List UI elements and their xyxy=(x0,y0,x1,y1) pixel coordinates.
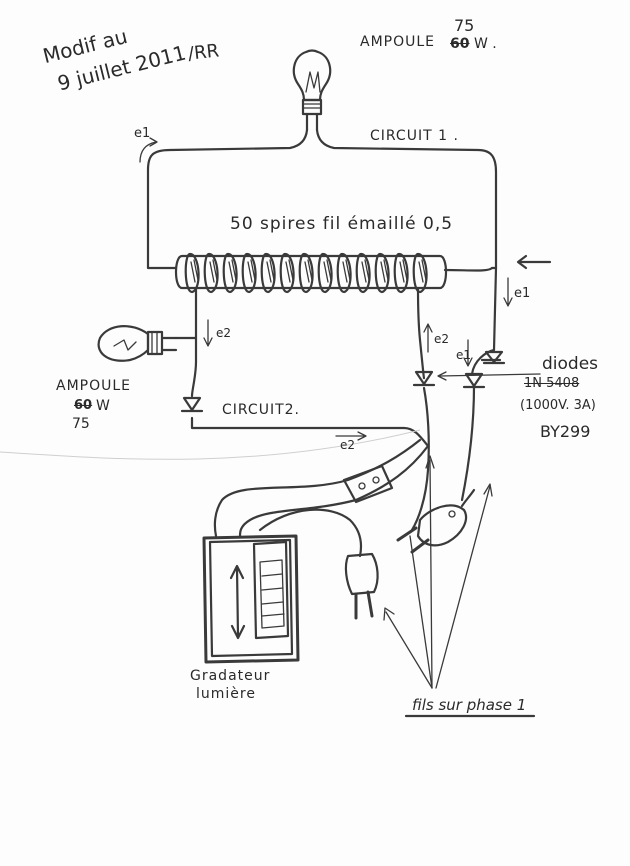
coil-hatch xyxy=(418,259,427,283)
fils-label: fils sur phase 1 xyxy=(412,696,527,714)
left-bulb-icon xyxy=(97,325,178,362)
coil-turn xyxy=(241,252,257,294)
diodes-pointer xyxy=(439,373,541,377)
dimmer-icon xyxy=(202,534,300,664)
paper-fold-line xyxy=(0,429,421,460)
e1-label-top: e1 xyxy=(134,126,151,141)
top-lamp-power-old: 60 xyxy=(450,36,470,52)
plug-cable xyxy=(258,508,363,558)
e2-label-mid: e2 xyxy=(434,332,450,346)
diodes-label: diodes xyxy=(542,354,599,374)
left-lamp-label: AMPOULE xyxy=(56,378,132,394)
left-lamp-unit: W xyxy=(96,398,110,414)
dimmer-label-line1: Gradateur xyxy=(190,668,271,684)
dimmer-label-line2: lumière xyxy=(196,686,256,702)
coil-turn xyxy=(374,252,390,294)
left-lamp-power-old: 60 xyxy=(74,398,93,413)
diode-e2-icon xyxy=(412,370,436,387)
coil-hatch xyxy=(304,259,313,283)
mains-plug-icon xyxy=(396,488,476,554)
circuit1-label: CIRCUIT 1 . xyxy=(370,128,459,144)
top-lamp-label: AMPOULE xyxy=(360,34,436,50)
e1-arrow-right xyxy=(503,277,513,307)
fils-pointer-lines xyxy=(383,455,493,689)
coil-turn xyxy=(336,252,352,294)
e2-label-bottom: e2 xyxy=(340,438,356,452)
coil-hatch xyxy=(190,259,199,283)
diodes-rating: (1000V. 3A) xyxy=(520,398,596,413)
coil-hatch xyxy=(380,259,389,283)
e1-arrow-mid xyxy=(463,339,473,367)
coil-hatch xyxy=(285,259,294,283)
coil-label: 50 spires fil émaillé 0,5 xyxy=(230,214,454,234)
circuit2-wire xyxy=(174,286,502,532)
coil-turn xyxy=(222,252,238,294)
diode-e1-icon xyxy=(462,372,486,389)
e1-arrow-top xyxy=(139,141,157,163)
e2-arrow-mid xyxy=(423,323,433,353)
coil-turn xyxy=(393,252,409,294)
note-signature: /RR xyxy=(186,40,221,65)
e1-label-right: e1 xyxy=(514,286,531,301)
coil-turn xyxy=(203,252,219,294)
coil-hatch xyxy=(361,259,370,283)
coil-hatch xyxy=(209,259,218,283)
diode-symbol-label-icon xyxy=(482,350,506,365)
dimmer-cable xyxy=(213,438,422,538)
e2-arrow-left xyxy=(203,319,213,347)
coil-turn xyxy=(298,252,314,294)
coil-turn xyxy=(260,252,276,294)
coil-hatch xyxy=(228,259,237,283)
e1-label-mid: e1 xyxy=(456,348,472,362)
wall-plug-icon xyxy=(344,552,379,620)
diodes-old-ref: 1N 5408 xyxy=(524,376,580,391)
coil-hatch xyxy=(342,259,351,283)
e2-arrow-bottom xyxy=(335,431,367,441)
coil-turn xyxy=(355,252,371,294)
left-lamp-power-new: 75 xyxy=(72,416,90,432)
coil-hatch xyxy=(266,259,275,283)
coil-turn xyxy=(412,252,428,294)
top-lamp-unit: W . xyxy=(474,36,497,52)
coil-turn xyxy=(317,252,333,294)
top-lamp-power-new: 75 xyxy=(454,16,475,35)
coil-turn xyxy=(184,252,200,294)
diode-circuit2-icon xyxy=(180,396,204,413)
coil-hatch xyxy=(247,259,256,283)
coil-turn xyxy=(279,252,295,294)
coil-hatch xyxy=(399,259,408,283)
top-bulb-icon xyxy=(292,49,332,132)
diodes-ref: BY299 xyxy=(540,422,591,441)
coil-hatch xyxy=(323,259,332,283)
coil-icon xyxy=(174,252,448,294)
e2-label-left: e2 xyxy=(216,326,232,340)
circuit1-wire xyxy=(146,128,498,352)
circuit2-label: CIRCUIT2. xyxy=(222,402,300,418)
